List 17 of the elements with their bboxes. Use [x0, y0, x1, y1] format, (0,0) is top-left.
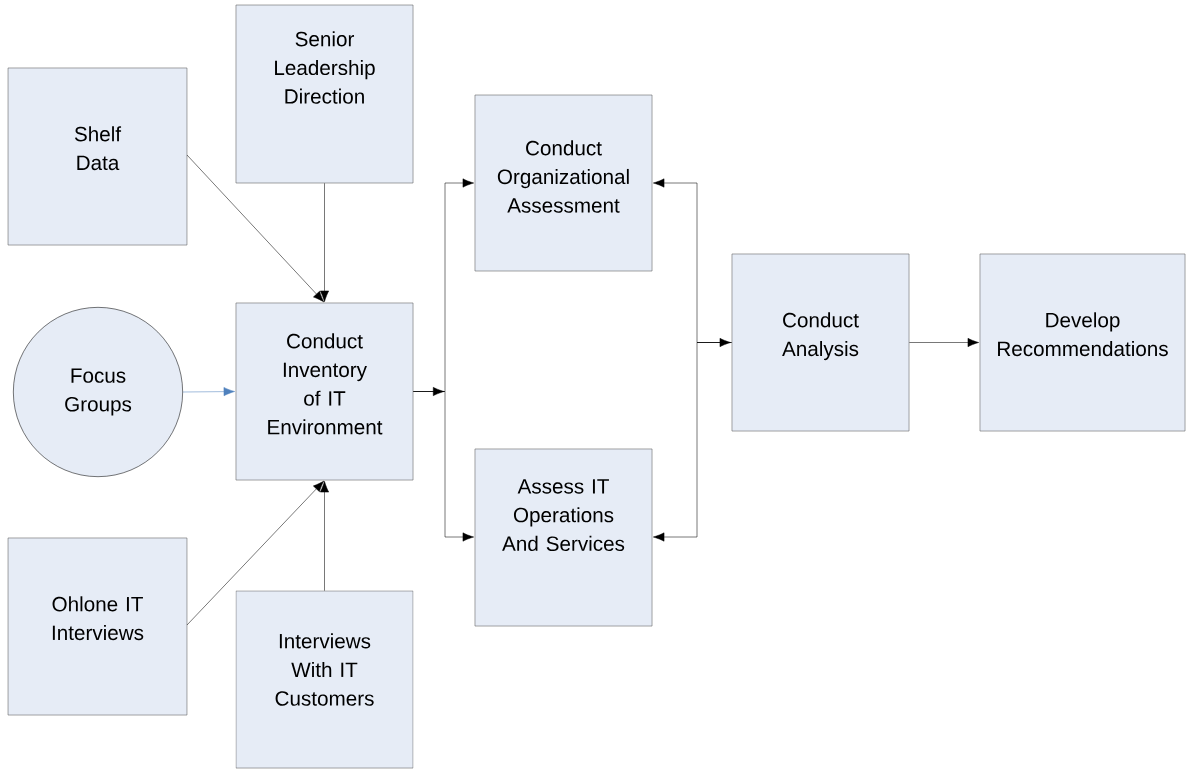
arrow	[182, 387, 235, 397]
process-box: Develop Recommendations	[979, 253, 1186, 432]
arrow	[653, 342, 732, 542]
process-box: Shelf Data	[7, 67, 188, 246]
process-box: Senior Leadership Direction	[235, 4, 414, 184]
process-box: Interviews With IT Customers	[235, 590, 414, 769]
arrow	[320, 183, 329, 302]
arrow	[909, 338, 979, 347]
arrow	[186, 154, 325, 303]
process-box: Ohlone IT Interviews	[7, 537, 188, 716]
arrow	[413, 391, 474, 542]
process-box: Conduct Organizational Assessment	[474, 94, 653, 272]
process-box: Conduct Inventory of IT Environment	[235, 302, 414, 481]
arrow	[320, 481, 329, 591]
process-box: Assess IT Operations And Services	[474, 448, 653, 627]
process-box: Conduct Analysis	[731, 253, 910, 432]
arrow	[186, 480, 325, 626]
